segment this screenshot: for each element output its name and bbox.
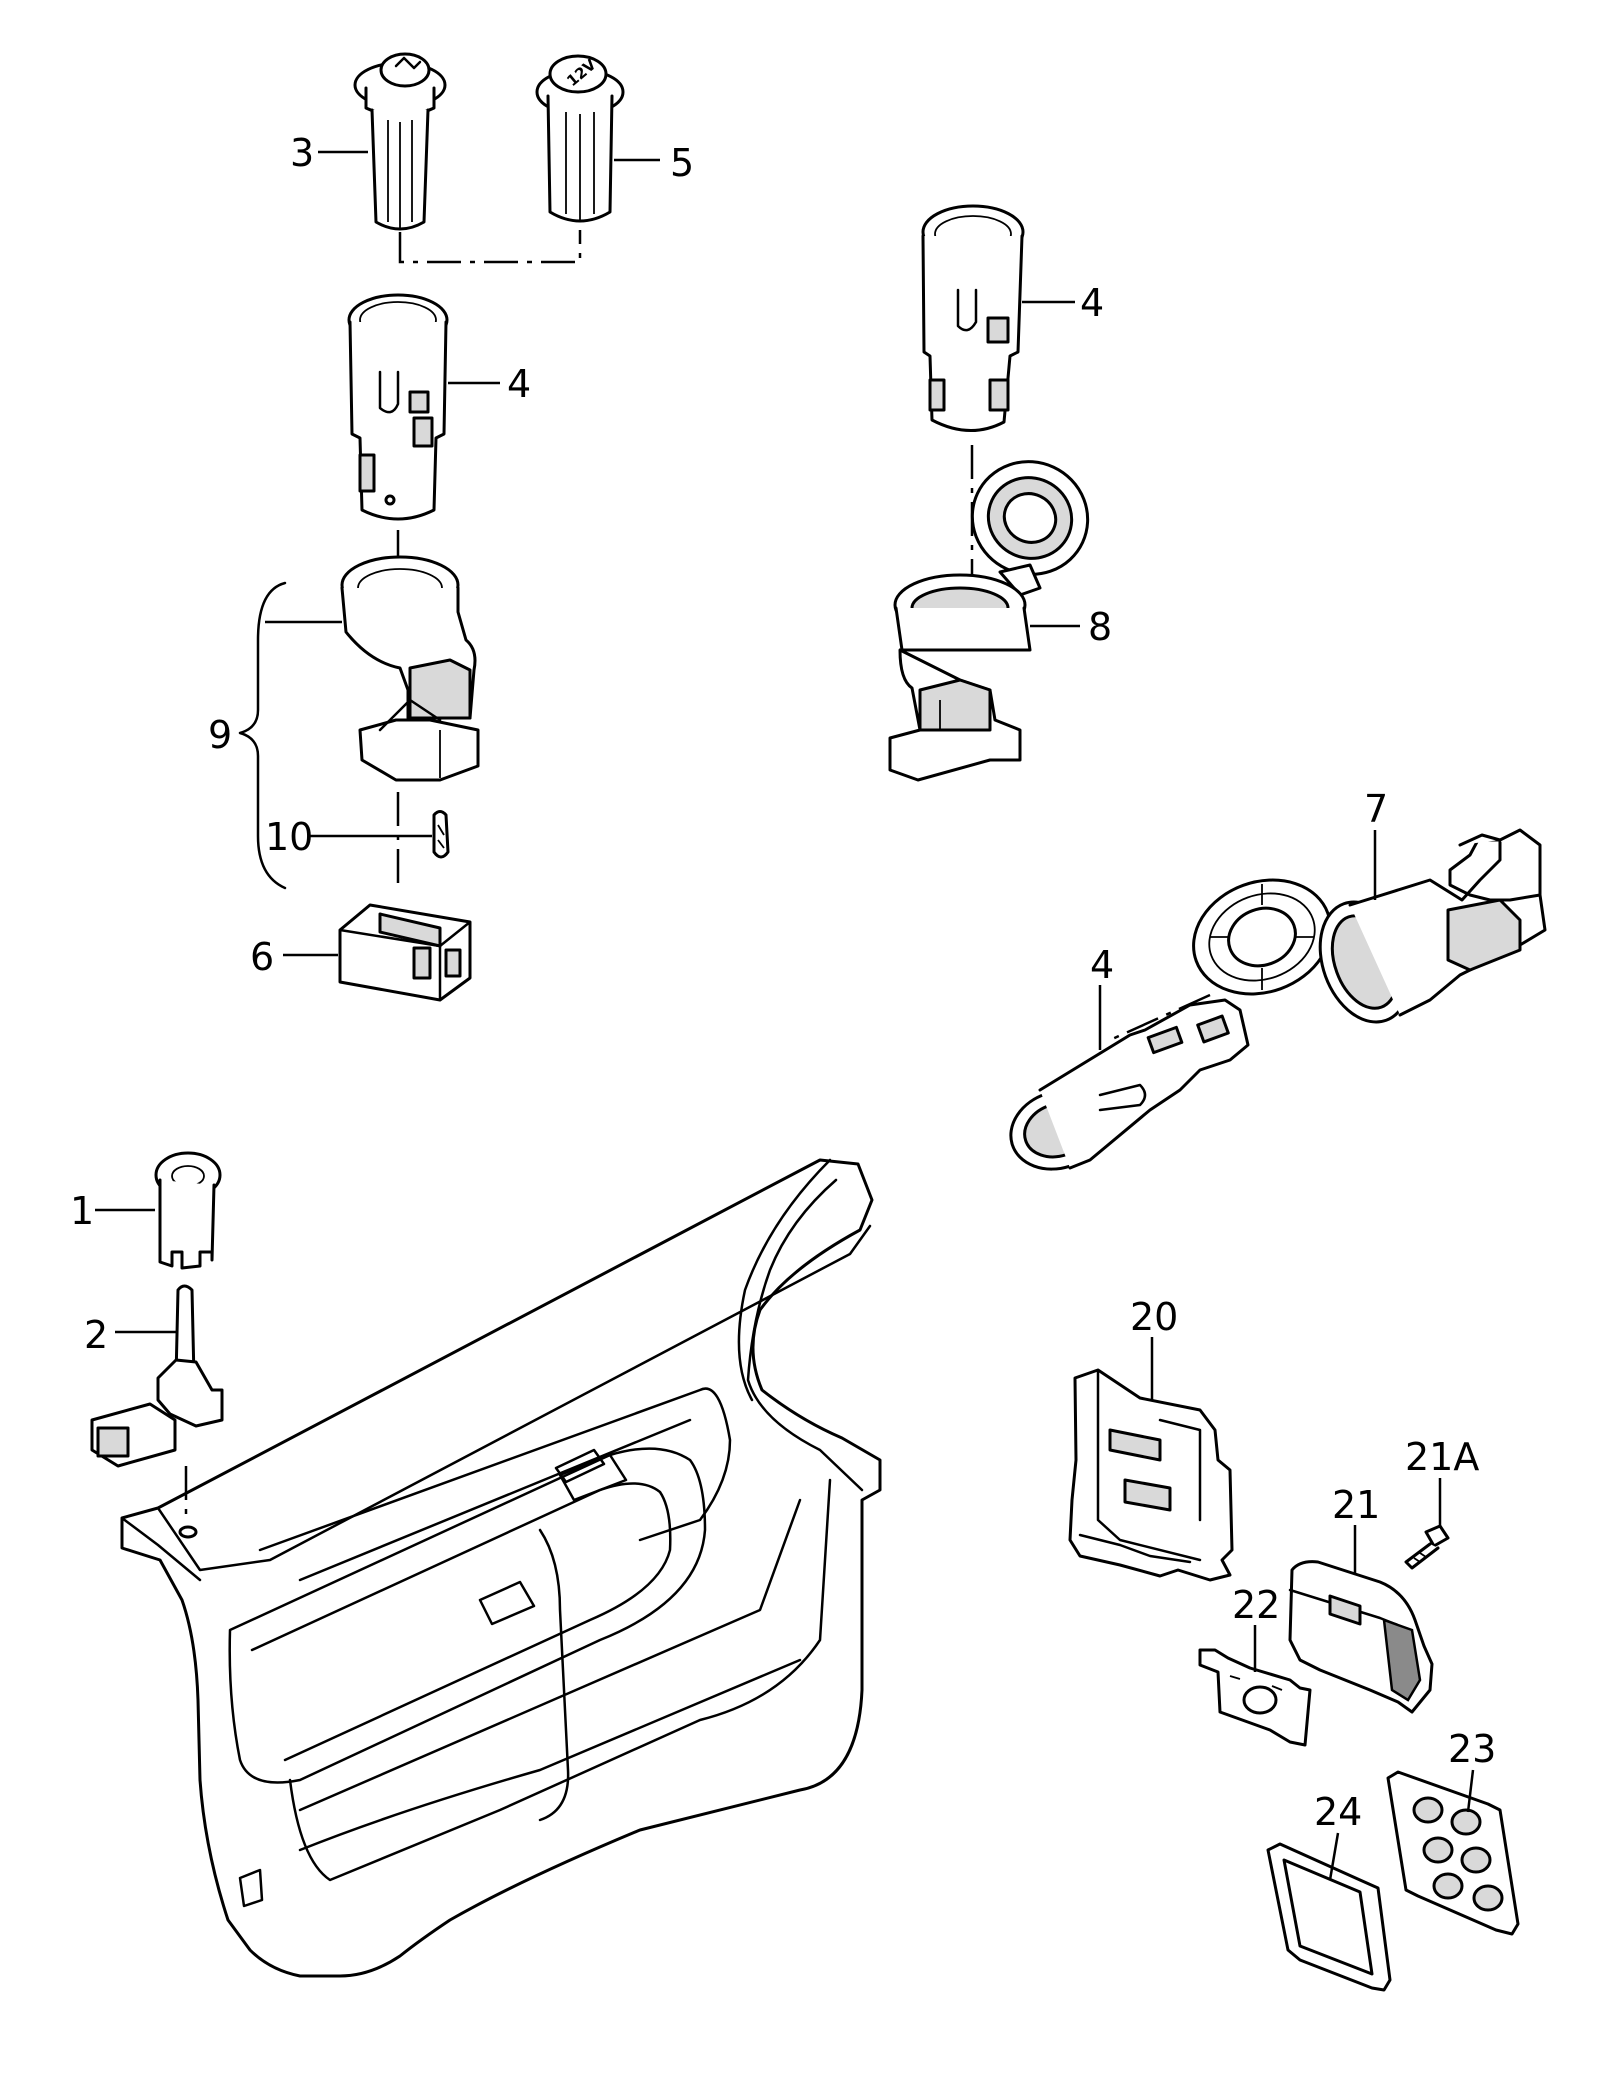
callout-8: 8	[1088, 605, 1112, 649]
part-2-lock-pin	[90, 1284, 224, 1468]
assembly-line-7-4	[1109, 993, 1211, 1042]
part-22-bracket	[1198, 1648, 1312, 1747]
callout-4-left: 4	[507, 362, 531, 406]
part-9-socket-body	[340, 555, 480, 782]
callout-7: 7	[1364, 787, 1388, 831]
part-3-lighter-plug	[353, 52, 447, 231]
part-23-mounting-plate	[1386, 1770, 1520, 1936]
callout-24: 24	[1314, 1790, 1362, 1834]
part-4-socket-housing-angled	[1009, 998, 1250, 1171]
callout-5: 5	[670, 141, 694, 185]
part-24-frame	[1266, 1842, 1392, 1992]
callout-23: 23	[1448, 1727, 1496, 1771]
callout-20: 20	[1130, 1295, 1178, 1339]
assembly-line-3-5	[398, 230, 582, 264]
part-9-brace	[238, 581, 287, 890]
part-5-12v-plug: 12V	[535, 54, 625, 223]
part-7-lighter-housing	[1192, 828, 1547, 1024]
part-1-clip	[154, 1151, 222, 1270]
callout-21a: 21A	[1405, 1435, 1479, 1479]
callout-21: 21	[1332, 1483, 1380, 1527]
callout-4-right: 4	[1080, 281, 1104, 325]
callout-9: 9	[208, 713, 232, 757]
door-trim-panel	[120, 1158, 882, 1978]
part-10-bulb	[432, 810, 450, 859]
callout-3: 3	[290, 131, 314, 175]
part-20-control-unit	[1068, 1368, 1234, 1582]
leader-lines	[95, 150, 1475, 1881]
callout-1: 1	[70, 1189, 94, 1233]
part-4-socket-housing-left	[347, 293, 449, 521]
part-6-connector-housing	[338, 903, 472, 1002]
part-4-socket-housing-right	[921, 204, 1025, 432]
part-21-switch	[1288, 1560, 1434, 1714]
part-8-socket-with-lid	[888, 460, 1090, 782]
callout-22: 22	[1232, 1583, 1280, 1627]
callout-2: 2	[84, 1313, 108, 1357]
callout-10: 10	[265, 815, 313, 859]
callout-4-angled: 4	[1090, 943, 1114, 987]
part-21a-screw	[1404, 1524, 1450, 1570]
callout-6: 6	[250, 935, 274, 979]
